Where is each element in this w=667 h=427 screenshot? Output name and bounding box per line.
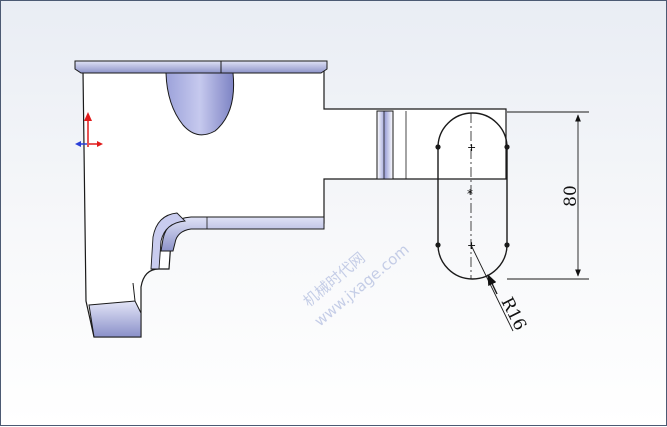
slot-point[interactable] — [435, 144, 441, 150]
slot-center-mark-top: + — [467, 141, 476, 154]
top-flange — [74, 60, 328, 74]
slot-point[interactable] — [504, 242, 510, 248]
radius-leader — [470, 244, 514, 332]
radius-dimension[interactable]: R16 — [470, 244, 530, 334]
slot-point[interactable] — [504, 144, 510, 150]
foot-edge — [132, 282, 136, 302]
part-body[interactable] — [74, 60, 507, 338]
x-axis-arrow-icon — [75, 141, 81, 147]
bore-shading — [165, 72, 235, 136]
fillet-strip — [150, 212, 186, 270]
lower-web — [160, 216, 325, 252]
part-body-outline — [82, 68, 507, 338]
origin-triad — [75, 112, 103, 147]
dimension-height-value[interactable]: 80 — [561, 185, 581, 207]
slot-point[interactable] — [435, 242, 441, 248]
slot-midpoint-mark: * — [467, 187, 473, 201]
slot-outline[interactable] — [437, 112, 508, 280]
z-axis-arrow-icon — [97, 141, 103, 147]
foot-block — [88, 300, 142, 338]
y-axis-arrow-icon — [84, 112, 92, 121]
radius-arrow — [487, 273, 498, 295]
height-dimension[interactable]: 80 — [507, 111, 589, 280]
watermark: 机械时代网 www.jxage.com — [300, 240, 413, 330]
neck-rib — [376, 110, 394, 180]
dimension-radius-value[interactable]: R16 — [497, 294, 530, 334]
